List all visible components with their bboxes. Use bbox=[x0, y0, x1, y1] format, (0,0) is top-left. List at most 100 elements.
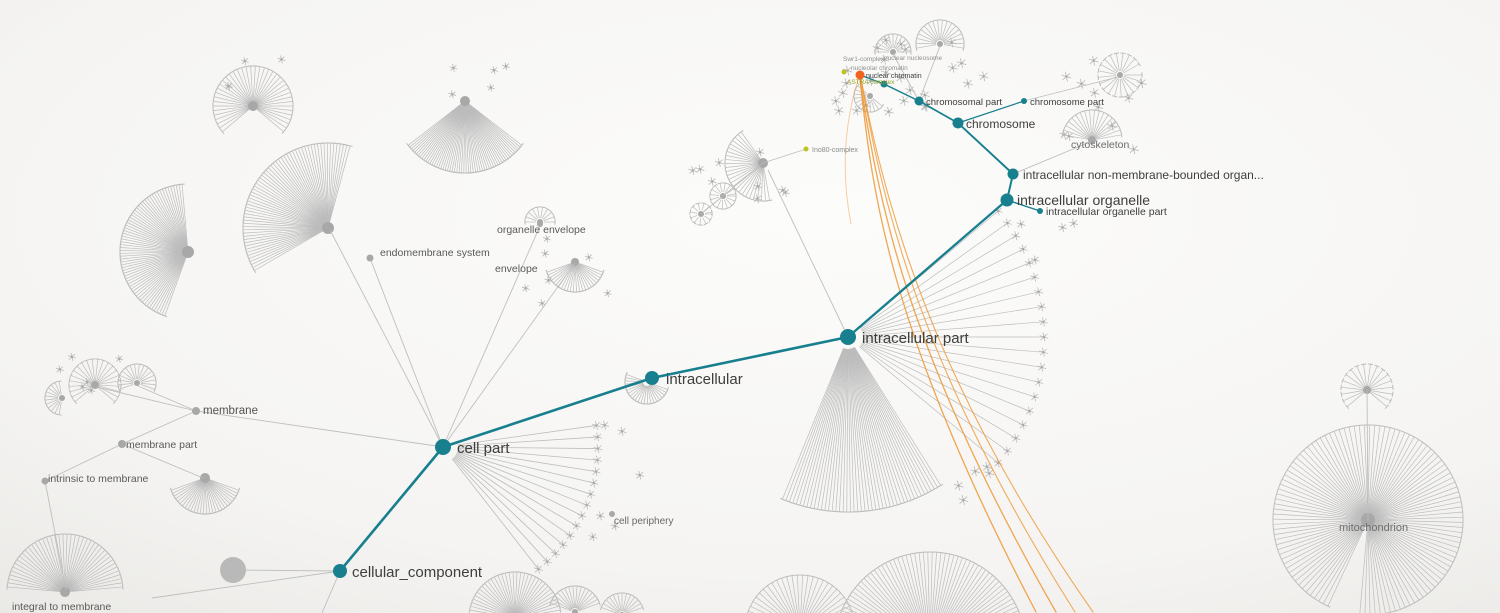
graph-node-gray[interactable] bbox=[537, 221, 543, 227]
cluster-node[interactable] bbox=[182, 246, 194, 258]
leaf-star-center bbox=[452, 66, 455, 70]
cluster-spoke bbox=[219, 83, 250, 105]
graph-node-gray[interactable] bbox=[118, 440, 126, 448]
node-intracellular-nmb-organelle[interactable] bbox=[1007, 168, 1019, 180]
leaf-tick-icon bbox=[524, 214, 528, 220]
cluster-spoke bbox=[263, 172, 326, 226]
cluster-spoke bbox=[307, 145, 328, 225]
node-intracellular[interactable] bbox=[645, 371, 659, 385]
node-astra-complex-node[interactable] bbox=[841, 69, 847, 75]
cluster-spoke bbox=[172, 479, 202, 494]
leaf-tick-icon bbox=[1016, 608, 1020, 613]
node-intracellular-organelle-part[interactable] bbox=[1037, 208, 1043, 214]
term-label: Ino80-complex bbox=[812, 147, 858, 154]
cluster-node[interactable] bbox=[91, 381, 99, 389]
graph-node-gray[interactable] bbox=[609, 511, 615, 517]
cluster-node[interactable] bbox=[200, 473, 210, 483]
cluster-spoke bbox=[860, 235, 1016, 330]
cluster-spoke bbox=[1371, 520, 1463, 534]
cluster-spoke bbox=[849, 348, 880, 510]
cluster-spoke bbox=[1121, 54, 1130, 72]
graph-edge-gray bbox=[151, 570, 341, 599]
node-cell-part[interactable] bbox=[435, 439, 451, 455]
cluster-node[interactable] bbox=[322, 222, 334, 234]
graph-edge-gray bbox=[762, 148, 807, 164]
node-intracellular-organelle[interactable] bbox=[1000, 193, 1014, 207]
leaf-tick-icon bbox=[152, 372, 156, 378]
cluster-spoke bbox=[465, 104, 474, 173]
cluster-node[interactable] bbox=[59, 395, 65, 401]
cluster-spoke bbox=[605, 599, 620, 613]
graph-node-gray[interactable] bbox=[366, 254, 374, 262]
cluster-spoke bbox=[1274, 503, 1365, 520]
leaf-tick-icon bbox=[120, 368, 125, 374]
leaf-star-center bbox=[1065, 75, 1068, 78]
leaf-tick-icon bbox=[1116, 123, 1120, 129]
cluster-node[interactable] bbox=[248, 101, 258, 111]
cluster-spoke bbox=[247, 228, 325, 256]
go-term-cluster bbox=[6, 533, 124, 597]
cluster-spoke bbox=[647, 385, 655, 403]
leaf-star-center bbox=[887, 110, 890, 113]
graph-node-gray[interactable] bbox=[41, 477, 49, 485]
node-chromosomal-part[interactable] bbox=[914, 96, 924, 106]
cluster-node[interactable] bbox=[867, 93, 873, 99]
leaf-tick-icon bbox=[136, 363, 143, 365]
cluster-node[interactable] bbox=[937, 41, 943, 47]
cluster-spoke bbox=[50, 535, 65, 589]
cluster-spoke bbox=[126, 253, 185, 282]
cluster-spoke bbox=[1371, 520, 1459, 549]
graph-node-gray[interactable] bbox=[192, 407, 200, 415]
node-ino80-complex-node[interactable] bbox=[803, 146, 809, 152]
cluster-node[interactable] bbox=[571, 258, 579, 266]
node-cellular-component[interactable] bbox=[333, 564, 347, 578]
cluster-spoke bbox=[1309, 522, 1366, 596]
node-nuclear-chromatin[interactable] bbox=[855, 70, 865, 80]
node-chromosome-part[interactable] bbox=[1021, 98, 1027, 104]
cluster-node[interactable] bbox=[890, 49, 896, 55]
node-cluster-hub[interactable] bbox=[880, 80, 888, 88]
leaf-tick-icon bbox=[1457, 545, 1461, 551]
cluster-node[interactable] bbox=[60, 587, 70, 597]
cluster-spoke bbox=[68, 578, 122, 592]
leaf-tick-icon bbox=[1432, 450, 1437, 455]
cluster-spoke bbox=[578, 598, 598, 611]
cluster-spoke bbox=[1079, 112, 1091, 137]
cluster-spoke bbox=[889, 560, 915, 613]
cluster-spoke bbox=[800, 575, 804, 613]
cluster-node[interactable] bbox=[1117, 72, 1123, 78]
leaf-tick-icon bbox=[68, 389, 72, 395]
cluster-spoke bbox=[98, 384, 121, 387]
cluster-spoke bbox=[255, 182, 325, 227]
cluster-spoke bbox=[623, 594, 632, 612]
cluster-spoke bbox=[1291, 522, 1366, 578]
cluster-node[interactable] bbox=[572, 609, 578, 613]
cluster-spoke bbox=[1371, 501, 1462, 520]
cluster-spoke bbox=[810, 348, 846, 508]
cluster-spoke bbox=[1123, 76, 1139, 88]
cluster-spoke bbox=[714, 185, 721, 194]
cluster-spoke bbox=[1093, 114, 1109, 137]
cluster-spoke bbox=[122, 232, 185, 252]
cluster-spoke bbox=[457, 450, 594, 484]
cluster-spoke bbox=[467, 104, 507, 161]
cluster-spoke bbox=[947, 562, 975, 613]
leaf-tick-icon bbox=[944, 19, 950, 23]
cluster-node[interactable] bbox=[460, 96, 470, 106]
cluster-node[interactable] bbox=[134, 380, 140, 386]
node-intracellular-part[interactable] bbox=[840, 329, 856, 345]
cluster-spoke bbox=[270, 165, 326, 226]
cluster-spoke bbox=[261, 174, 326, 226]
leaf-star-center bbox=[951, 66, 954, 69]
term-label: nuclear nucleosome bbox=[884, 55, 943, 62]
node-chromosome[interactable] bbox=[952, 117, 964, 129]
cluster-spoke bbox=[156, 255, 187, 313]
cluster-spoke bbox=[467, 103, 518, 151]
cluster-spoke bbox=[120, 241, 185, 252]
cluster-spoke bbox=[763, 166, 770, 201]
cluster-spoke bbox=[1278, 488, 1365, 520]
cluster-spoke bbox=[272, 162, 326, 226]
cluster-spoke bbox=[1371, 519, 1463, 523]
